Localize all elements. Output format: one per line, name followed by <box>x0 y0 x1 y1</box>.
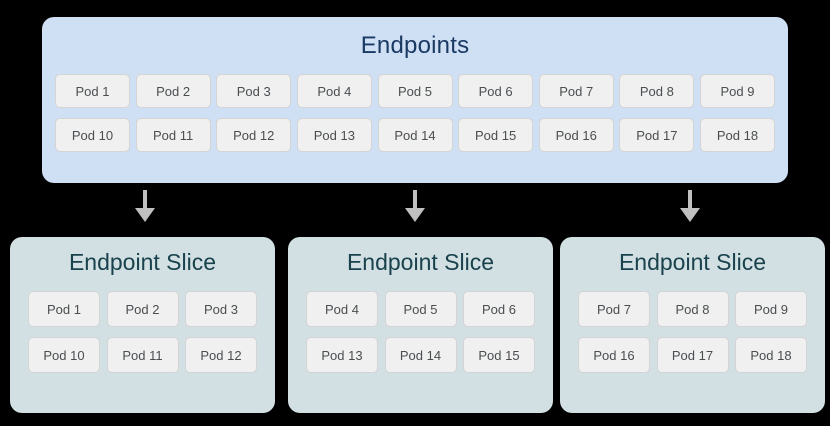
pod-chip[interactable]: Pod 7 <box>538 74 614 108</box>
pod-chip[interactable]: Pod 9 <box>700 74 775 108</box>
endpoint-slice-pod-row: Pod 4 Pod 5 Pod 6 <box>306 291 535 327</box>
pod-chip[interactable]: Pod 14 <box>377 118 453 152</box>
pod-chip[interactable]: Pod 17 <box>656 337 729 373</box>
arrow-down-icon <box>678 190 702 222</box>
pod-chip[interactable]: Pod 7 <box>578 291 650 327</box>
pod-chip[interactable]: Pod 10 <box>55 118 130 152</box>
pod-chip[interactable]: Pod 12 <box>216 118 292 152</box>
pod-chip[interactable]: Pod 5 <box>384 291 457 327</box>
pod-chip[interactable]: Pod 1 <box>55 74 130 108</box>
arrow-head <box>405 208 425 222</box>
pod-chip[interactable]: Pod 12 <box>185 337 257 373</box>
endpoints-pod-row: Pod 10 Pod 11 Pod 12 Pod 13 Pod 14 Pod 1… <box>55 118 775 152</box>
arrow-shaft <box>143 190 147 210</box>
endpoints-pod-row: Pod 1 Pod 2 Pod 3 Pod 4 Pod 5 Pod 6 Pod … <box>55 74 775 108</box>
endpoint-slice-title: Endpoint Slice <box>68 249 217 275</box>
endpoint-slice-pod-row: Pod 7 Pod 8 Pod 9 <box>578 291 807 327</box>
pod-chip[interactable]: Pod 16 <box>578 337 650 373</box>
endpoint-slice-pod-row: Pod 10 Pod 11 Pod 12 <box>28 337 257 373</box>
pod-chip[interactable]: Pod 5 <box>377 74 453 108</box>
arrow-down-icon <box>403 190 427 222</box>
endpoint-slice-pod-row: Pod 13 Pod 14 Pod 15 <box>306 337 535 373</box>
endpoints-pod-grid: Pod 1 Pod 2 Pod 3 Pod 4 Pod 5 Pod 6 Pod … <box>42 74 788 152</box>
endpoint-slice-pod-grid: Pod 4 Pod 5 Pod 6 Pod 13 Pod 14 Pod 15 <box>288 291 553 373</box>
endpoint-slice-title: Endpoint Slice <box>618 249 767 275</box>
pod-chip[interactable]: Pod 4 <box>296 74 372 108</box>
pod-chip[interactable]: Pod 10 <box>28 337 100 373</box>
pod-chip[interactable]: Pod 13 <box>306 337 378 373</box>
pod-chip[interactable]: Pod 11 <box>135 118 211 152</box>
pod-chip[interactable]: Pod 8 <box>619 74 695 108</box>
pod-chip[interactable]: Pod 16 <box>538 118 614 152</box>
endpoint-slice-panel: Endpoint Slice Pod 7 Pod 8 Pod 9 Pod 16 … <box>560 237 825 413</box>
pod-chip[interactable]: Pod 6 <box>458 74 534 108</box>
pod-chip[interactable]: Pod 14 <box>384 337 457 373</box>
arrow-shaft <box>413 190 417 210</box>
pod-chip[interactable]: Pod 3 <box>185 291 257 327</box>
pod-chip[interactable]: Pod 3 <box>216 74 292 108</box>
arrow-head <box>680 208 700 222</box>
pod-chip[interactable]: Pod 18 <box>700 118 775 152</box>
endpoints-title: Endpoints <box>360 32 470 59</box>
endpoint-slice-title: Endpoint Slice <box>346 249 495 275</box>
endpoint-slice-pod-grid: Pod 7 Pod 8 Pod 9 Pod 16 Pod 17 Pod 18 <box>560 291 825 373</box>
pod-chip[interactable]: Pod 6 <box>463 291 535 327</box>
arrow-shaft <box>688 190 692 210</box>
pod-chip[interactable]: Pod 17 <box>619 118 695 152</box>
endpoint-slice-pod-row: Pod 16 Pod 17 Pod 18 <box>578 337 807 373</box>
pod-chip[interactable]: Pod 18 <box>735 337 807 373</box>
endpoints-panel: Endpoints Pod 1 Pod 2 Pod 3 Pod 4 Pod 5 … <box>42 17 788 183</box>
pod-chip[interactable]: Pod 9 <box>735 291 807 327</box>
arrow-down-icon <box>133 190 157 222</box>
endpoint-slice-pod-row: Pod 1 Pod 2 Pod 3 <box>28 291 257 327</box>
pod-chip[interactable]: Pod 1 <box>28 291 100 327</box>
pod-chip[interactable]: Pod 13 <box>296 118 372 152</box>
pod-chip[interactable]: Pod 2 <box>106 291 179 327</box>
endpoint-slice-pod-grid: Pod 1 Pod 2 Pod 3 Pod 10 Pod 11 Pod 12 <box>10 291 275 373</box>
endpoint-slice-panel: Endpoint Slice Pod 4 Pod 5 Pod 6 Pod 13 … <box>288 237 553 413</box>
pod-chip[interactable]: Pod 4 <box>306 291 378 327</box>
pod-chip[interactable]: Pod 15 <box>463 337 535 373</box>
endpoint-slice-panel: Endpoint Slice Pod 1 Pod 2 Pod 3 Pod 10 … <box>10 237 275 413</box>
pod-chip[interactable]: Pod 8 <box>656 291 729 327</box>
arrow-head <box>135 208 155 222</box>
pod-chip[interactable]: Pod 15 <box>458 118 534 152</box>
pod-chip[interactable]: Pod 2 <box>135 74 211 108</box>
pod-chip[interactable]: Pod 11 <box>106 337 179 373</box>
